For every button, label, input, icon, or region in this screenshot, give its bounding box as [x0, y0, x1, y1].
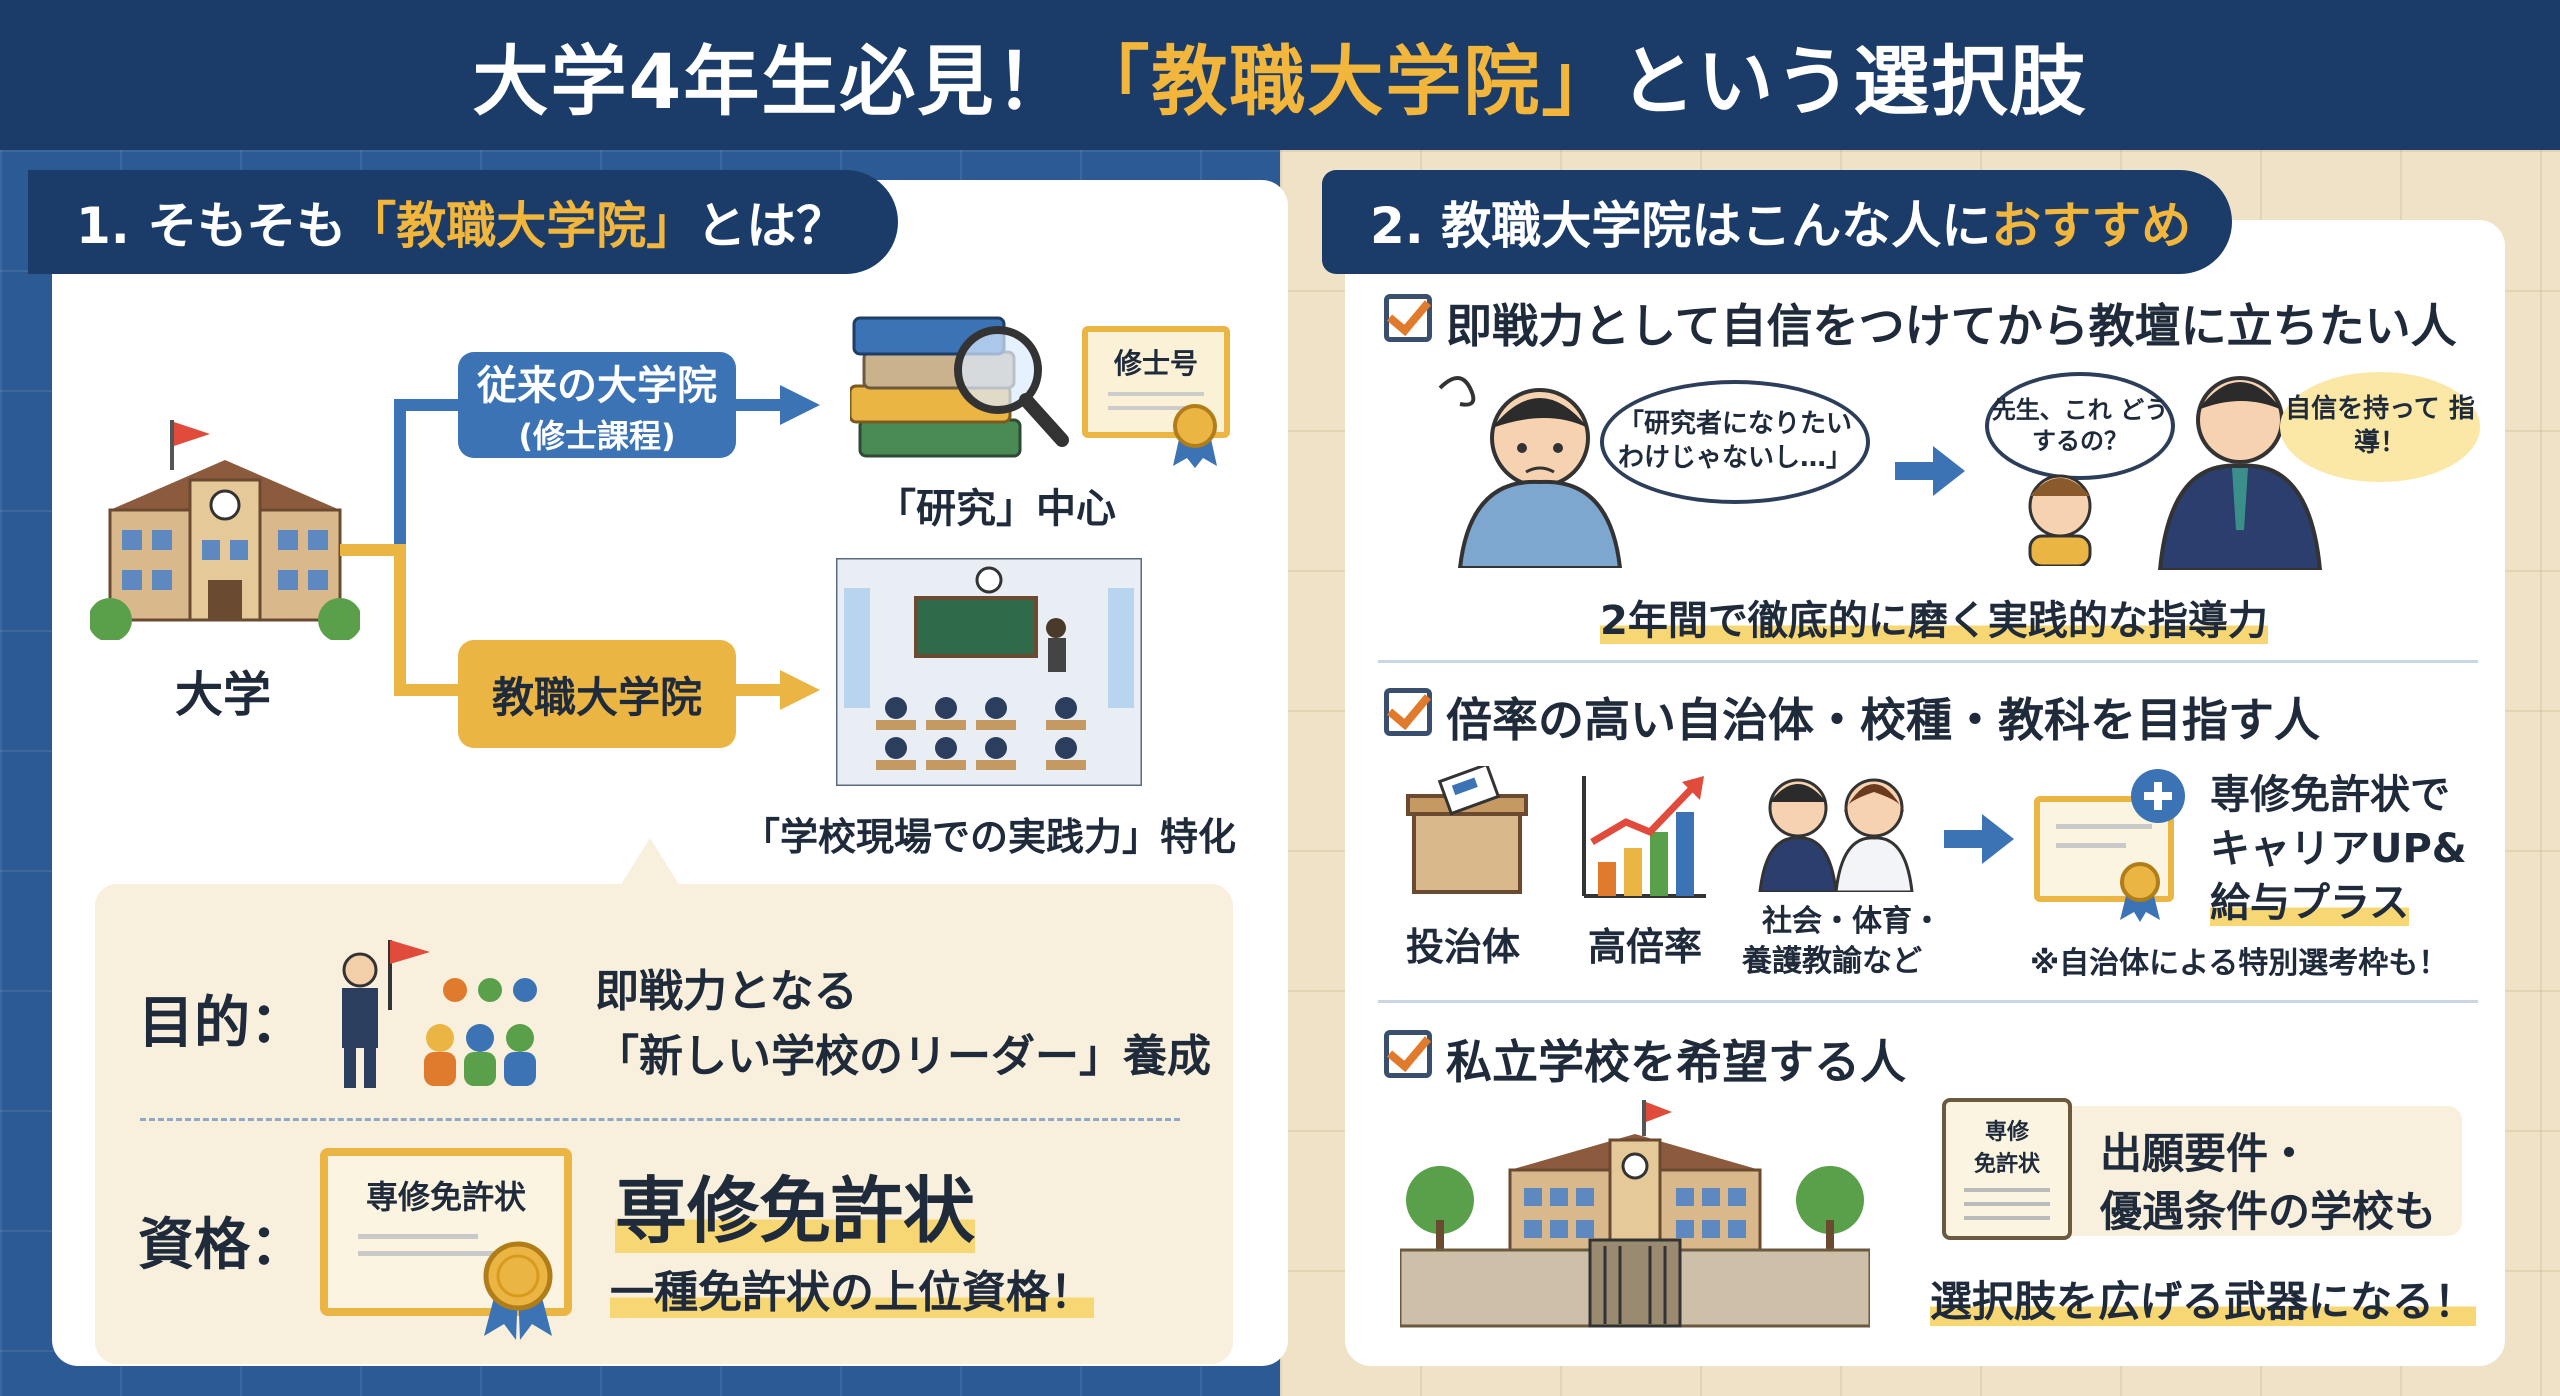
award-ribbon-icon [1173, 404, 1217, 468]
page-title: 大学4年生必見！「教職大学院」という選択肢 [472, 37, 2088, 126]
callout-pointer [620, 838, 680, 886]
scroll-label-2: 免許状 [1973, 1152, 2040, 1177]
section2-tab: 2. 教職大学院はこんな人におすすめ [1322, 170, 2232, 274]
scroll-label-1: 専修 [1984, 1120, 2029, 1145]
license-subtitle: 一種免許状の上位資格！ [610, 1267, 1094, 1318]
purpose-divider [140, 1118, 1180, 1121]
item2-arrow-icon [1944, 814, 2014, 864]
item-divider-2 [1378, 1000, 2478, 1003]
benefit-ribbon-icon [2120, 862, 2160, 922]
books-magnifier-icon [850, 316, 1069, 458]
benefit-line1: 専修免許状で [2210, 772, 2450, 818]
child-bubble: 先生、これ どうするの？ [1985, 372, 2175, 480]
item1-check-icon [1384, 294, 1432, 342]
subjects-label-2: 養護教諭など [1742, 944, 1922, 979]
teachers-pair-icon [1758, 778, 1914, 892]
subjects-label-1: 社会・体育・ [1762, 904, 1942, 939]
item2-heading: 倍率の高い自治体・校種・教科を目指す人 [1446, 693, 2320, 747]
item1-arrow-icon [1895, 446, 1965, 496]
plus-icon [2131, 769, 2185, 823]
rate-label: 高倍率 [1588, 925, 1703, 969]
license-title: 専修免許状 [615, 1169, 976, 1253]
item3-heading: 私立学校を希望する人 [1446, 1035, 1906, 1089]
diploma-label: 修士号 [1113, 347, 1198, 380]
certificate-ribbon-icon [483, 1241, 553, 1340]
purpose-line2: 「新しい学校のリーダー」養成 [595, 1031, 1211, 1082]
research-caption: 「研究」中心 [876, 486, 1116, 532]
branch-arrows [340, 385, 820, 710]
leader-group-icon [342, 940, 537, 1088]
teacher-icon [2157, 376, 2323, 570]
purpose-line1: 即戦力となる [595, 966, 858, 1017]
qualification-label: 資格： [138, 1213, 306, 1278]
private-school-icon [1400, 1100, 1870, 1328]
purpose-label: 目的： [138, 991, 306, 1056]
section1-tab: 1. そもそも「教職大学院」とは？ [28, 170, 898, 274]
university-label: 大学 [175, 667, 272, 723]
requirement-line1: 出願要件・ [2100, 1129, 2311, 1178]
classroom-icon [836, 558, 1142, 786]
item1-heading: 即戦力として自信をつけてから教壇に立ちたい人 [1446, 299, 2457, 353]
ballot-box-icon [1406, 766, 1528, 894]
item-divider-1 [1378, 660, 2478, 663]
child-icon [2028, 474, 2092, 566]
item1-caption: 2年間で徹底的に磨く実践的な指導力 [1600, 598, 2268, 644]
professional-grad-box: 教職大学院 [458, 640, 736, 748]
student-bubble: 「研究者になりたい わけじゃないし…」 [1600, 380, 1870, 504]
conventional-grad-box: 従来の大学院 (修士課程) [458, 352, 736, 458]
item3-caption: 選択肢を広げる武器になる！ [1930, 1277, 2477, 1326]
certificate-label: 専修免許状 [365, 1178, 526, 1216]
university-building-icon [90, 420, 360, 640]
requirement-line2: 優遇条件の学校も [2100, 1187, 2437, 1236]
master-diploma: 修士号 [1082, 326, 1230, 438]
worried-student-icon [1438, 376, 1623, 568]
benefit-line2: キャリアUP& [2210, 826, 2467, 872]
special-selection-note: ※自治体による特別選考枠も！ [2030, 946, 2449, 981]
benefit-line3: 給与プラス [2210, 880, 2410, 926]
item2-check-icon [1384, 688, 1432, 736]
item3-check-icon [1384, 1030, 1432, 1078]
license-scroll: 専修 免許状 [1942, 1098, 2072, 1240]
vote-label: 投治体 [1406, 925, 1521, 969]
practice-caption: 「学校現場での実践力」特化 [742, 815, 1237, 859]
page-header: 大学4年生必見！「教職大学院」という選択肢 [0, 0, 2560, 150]
teacher-bubble: 自信を持って 指導！ [2280, 372, 2480, 482]
growth-chart-icon [1582, 776, 1706, 898]
